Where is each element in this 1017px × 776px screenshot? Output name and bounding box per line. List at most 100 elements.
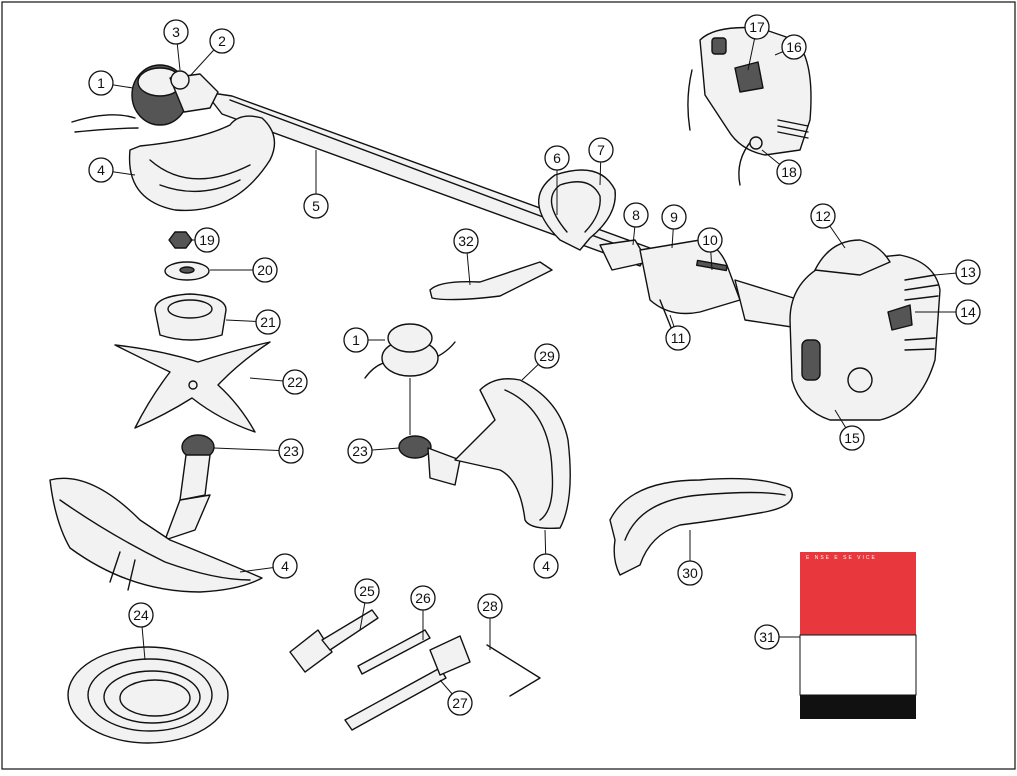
throttle-lock — [734, 61, 764, 93]
callout-circle — [347, 438, 373, 464]
debris-shield-top — [128, 115, 276, 212]
callout-circle — [839, 425, 865, 451]
callout-number: 11 — [671, 330, 686, 346]
socket-wrench — [344, 667, 447, 731]
callout-number: 29 — [539, 348, 555, 364]
callout-number: 10 — [702, 232, 718, 248]
callout-c31: 31 — [754, 624, 780, 650]
callout-circle — [255, 309, 281, 335]
callout-number: 21 — [260, 314, 276, 330]
callout-c4c: 4 — [533, 553, 559, 579]
manual-cover-bottom — [800, 695, 916, 719]
throttle-detail-housing — [699, 26, 812, 156]
callout-number: 32 — [458, 233, 474, 249]
callout-number: 20 — [257, 262, 273, 278]
string-gear-spindle — [398, 435, 432, 459]
manual-cover-text: E NSE E SE VICE — [806, 555, 877, 561]
callout-circle — [209, 28, 235, 54]
leader-line-c23a — [213, 447, 292, 452]
callout-c26: 26 — [410, 585, 436, 611]
callout-c30: 30 — [677, 560, 703, 586]
callout-circle — [533, 553, 559, 579]
callout-c2: 2 — [209, 28, 235, 54]
tool-kit — [289, 609, 541, 731]
callout-number: 12 — [815, 208, 831, 224]
callout-number: 18 — [781, 164, 797, 180]
throttle-housing — [639, 239, 741, 315]
callout-number: 22 — [287, 374, 303, 390]
callout-circle — [88, 70, 114, 96]
callout-circle — [88, 157, 114, 183]
callout-c5: 5 — [303, 193, 329, 219]
callout-number: 4 — [97, 162, 105, 178]
blade-kit — [114, 231, 271, 433]
engine-housing — [789, 254, 941, 421]
callout-number: 8 — [632, 207, 640, 223]
callout-circle — [665, 325, 691, 351]
callout-number: 5 — [312, 198, 320, 214]
callout-c17: 17 — [744, 14, 770, 40]
shoulder-strap — [609, 477, 793, 576]
callout-number: 14 — [960, 304, 976, 320]
string-guard — [454, 378, 571, 530]
callout-circle — [623, 202, 649, 228]
callout-circle — [781, 34, 807, 60]
blade-nut — [168, 231, 193, 249]
callout-number: 4 — [542, 558, 550, 574]
callout-circle — [544, 145, 570, 171]
throttle-detail — [687, 26, 812, 186]
callout-circle — [278, 438, 304, 464]
callout-number: 23 — [352, 443, 368, 459]
callout-circle — [410, 585, 436, 611]
callout-number: 2 — [218, 33, 226, 49]
manual-cover-top — [800, 552, 916, 635]
trimmer-line-spool — [67, 646, 229, 744]
callout-circle — [128, 602, 154, 628]
callout-number: 15 — [844, 430, 860, 446]
trimmer-line — [71, 114, 136, 123]
callout-number: 24 — [133, 607, 149, 623]
callout-number: 26 — [415, 590, 431, 606]
callout-circle — [282, 369, 308, 395]
callout-c23a: 23 — [278, 438, 304, 464]
blade-guard-assembly — [49, 434, 263, 593]
callout-circle — [453, 228, 479, 254]
spark-plug-wrench — [289, 629, 333, 673]
callout-number: 9 — [670, 209, 678, 225]
callout-c25: 25 — [354, 578, 380, 604]
callout-number: 31 — [759, 629, 775, 645]
callout-circle — [272, 553, 298, 579]
callout-c1b: 1 — [343, 327, 369, 353]
callout-number: 13 — [960, 264, 976, 280]
callout-c4b: 4 — [272, 553, 298, 579]
callout-c1: 1 — [88, 70, 114, 96]
callout-number: 30 — [682, 565, 698, 581]
callout-c6: 6 — [544, 145, 570, 171]
hex-key — [486, 644, 541, 697]
throttle-trigger — [659, 299, 673, 331]
callout-c21: 21 — [255, 309, 281, 335]
callout-circle — [677, 560, 703, 586]
callout-c22: 22 — [282, 369, 308, 395]
callout-circle — [697, 227, 723, 253]
callout-circle — [354, 578, 380, 604]
callout-circle — [588, 137, 614, 163]
callout-circle — [776, 159, 802, 185]
callout-circle — [303, 193, 329, 219]
callout-c23b: 23 — [347, 438, 373, 464]
barrier-bar — [429, 261, 553, 301]
callout-circle — [661, 204, 687, 230]
callout-c29: 29 — [534, 343, 560, 369]
callout-c14: 14 — [955, 299, 981, 325]
callout-c20: 20 — [252, 257, 278, 283]
tool-rod — [357, 629, 431, 675]
callout-number: 25 — [359, 583, 375, 599]
manual-cover-middle — [799, 634, 917, 696]
callout-c4a: 4 — [88, 157, 114, 183]
callout-c10: 10 — [697, 227, 723, 253]
callout-circle — [810, 203, 836, 229]
callout-number: 3 — [172, 24, 180, 40]
